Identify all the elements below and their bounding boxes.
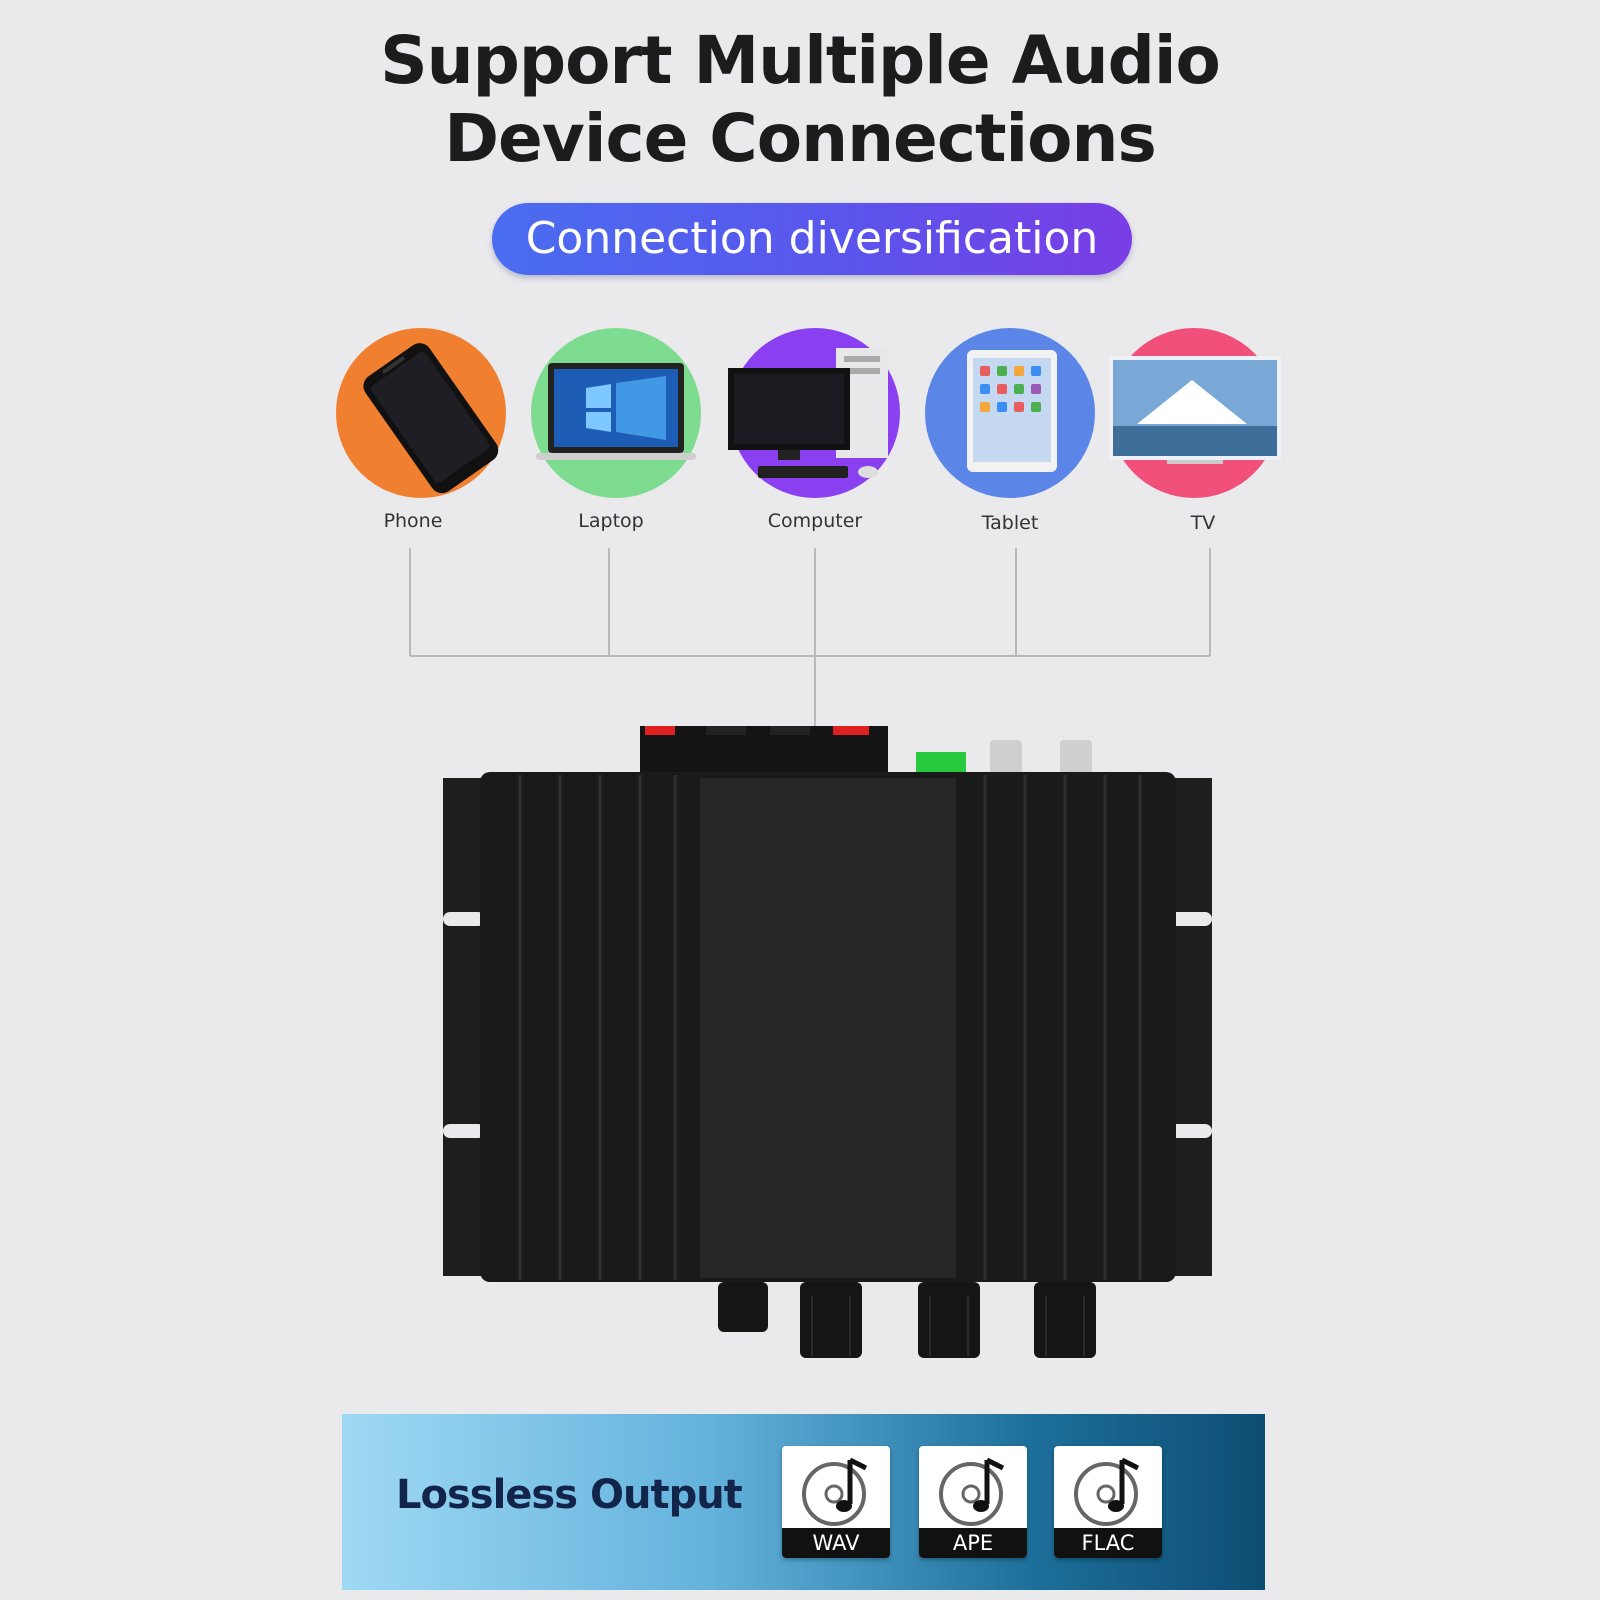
device-label-tablet: Tablet: [981, 512, 1039, 534]
device-label-computer: Computer: [767, 510, 863, 532]
format-wav: WAV: [782, 1446, 890, 1558]
lossless-banner: Lossless Output WAV APE FLAC: [342, 1414, 1265, 1590]
headline-line-2: Device Connections: [444, 100, 1156, 177]
tv-icon: [1109, 356, 1281, 464]
headline-line-1: Support Multiple Audio: [380, 22, 1221, 99]
phone-icon: [363, 343, 499, 494]
format-label-flac: FLAC: [1054, 1528, 1162, 1558]
music-disc-icon: [939, 1457, 1005, 1526]
music-disc-icon: [802, 1457, 868, 1526]
music-disc-icon: [1074, 1457, 1140, 1526]
device-label-phone: Phone: [383, 510, 443, 532]
amplifier-image: [443, 726, 1212, 1358]
device-tv: [1109, 328, 1281, 498]
laptop-icon: [536, 363, 696, 460]
device-label-laptop: Laptop: [578, 510, 644, 532]
device-laptop: [531, 328, 701, 498]
device-label-tv: TV: [1190, 512, 1216, 534]
format-label-wav: WAV: [782, 1528, 890, 1558]
device-computer: [728, 328, 900, 498]
connection-badge: Connection diversification: [492, 203, 1132, 275]
device-tablet: [925, 328, 1095, 498]
format-flac: FLAC: [1054, 1446, 1162, 1558]
tablet-icon: [967, 350, 1057, 472]
headline: Support Multiple Audio Device Connection…: [0, 22, 1600, 178]
device-phone: [336, 328, 506, 498]
banner-title: Lossless Output: [396, 1472, 743, 1518]
format-label-ape: APE: [919, 1528, 1027, 1558]
computer-icon: [728, 348, 888, 478]
connector-lines: [409, 548, 1211, 752]
format-ape: APE: [919, 1446, 1027, 1558]
